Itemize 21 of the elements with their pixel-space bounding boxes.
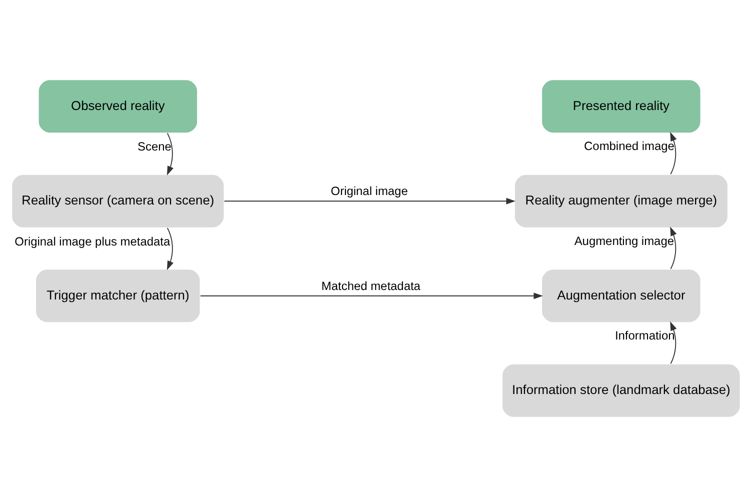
arrow [200, 292, 543, 299]
edge-label: Original image plus metadata [14, 234, 170, 248]
node-box: Trigger matcher (pattern) [35, 268, 201, 323]
arrow [670, 131, 677, 174]
edge-label: Matched metadata [321, 278, 420, 292]
arrow [670, 226, 677, 269]
arrow [670, 320, 677, 364]
edge-label: Combined image [584, 138, 674, 153]
node-box: Reality sensor (camera on scene) [11, 173, 225, 228]
node-box: Reality augmenter (image merge) [514, 173, 728, 228]
arrow [166, 132, 174, 175]
edge-label: Scene [138, 139, 172, 154]
node-box: Augmentation selector [541, 268, 702, 323]
arrow [224, 197, 516, 204]
node-box: Observed reality [38, 78, 198, 133]
edge-label: Augmenting image [574, 233, 674, 248]
edge-label: Information [614, 328, 675, 342]
arrow [166, 226, 174, 270]
node-box: Information store (landmark database) [502, 363, 741, 418]
node-box: Presented reality [541, 78, 702, 133]
edge-label: Original image [330, 184, 408, 198]
